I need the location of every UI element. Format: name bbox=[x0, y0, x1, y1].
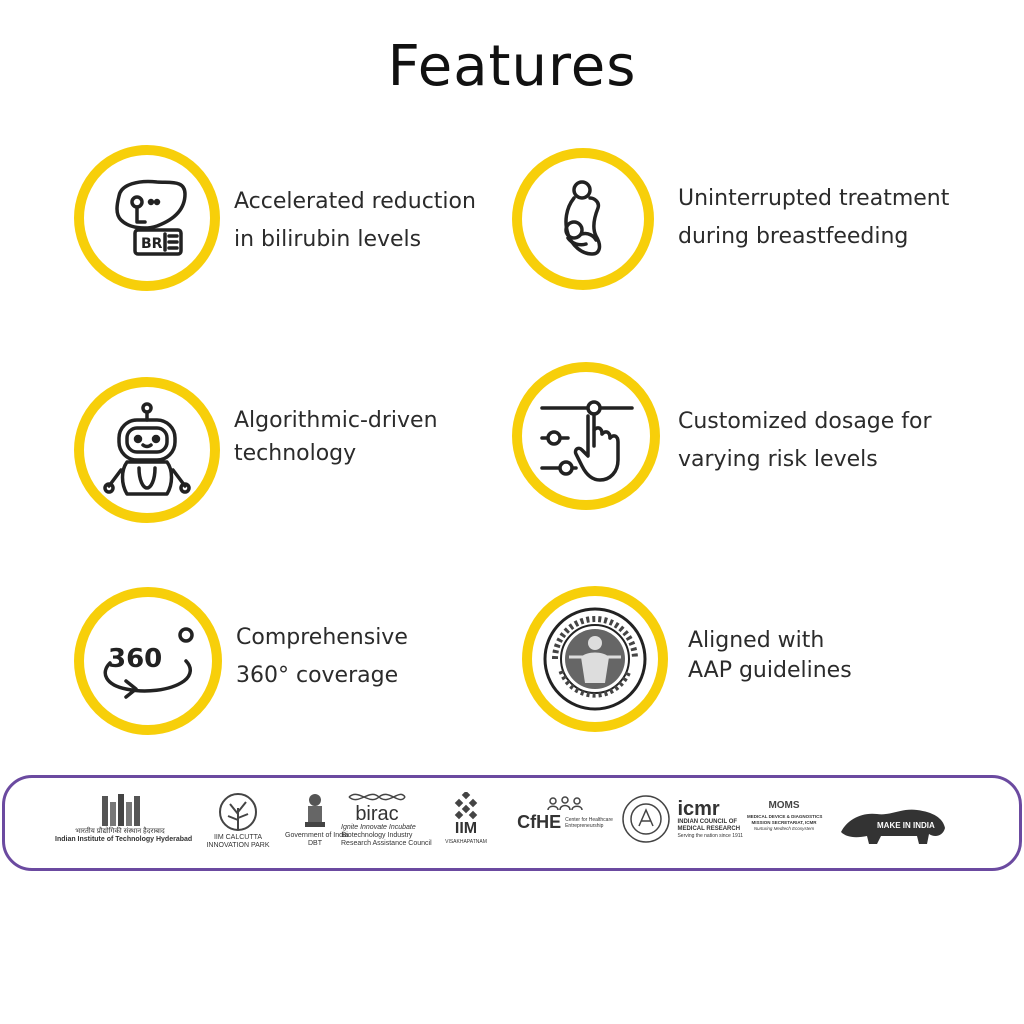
make-in-india-logo: MAKE IN INDIA bbox=[837, 798, 949, 848]
feature-1-badge: BR bbox=[141, 236, 163, 252]
cfhe-name: CfHE bbox=[517, 812, 562, 832]
feature-2-line-2: during breastfeeding bbox=[678, 224, 909, 249]
make-in-india-name: MAKE IN INDIA bbox=[877, 821, 935, 830]
iim-calcutta-logo: IIM CALCUTTA INNOVATION PARK bbox=[203, 790, 273, 850]
government-of-india-logo: Government of India DBT bbox=[285, 792, 349, 848]
feature-1-line-2: in bilirubin levels bbox=[234, 227, 422, 252]
cfhe-people-icon bbox=[547, 796, 583, 811]
icmr-logo: icmr INDIAN COUNCIL OF MEDICAL RESEARCH … bbox=[619, 794, 743, 844]
iim-visakhapatnam-emblem-icon bbox=[454, 792, 478, 820]
feature-4-line-2: varying risk levels bbox=[678, 447, 878, 472]
icmr-name: icmr bbox=[677, 798, 720, 820]
page-title: Features bbox=[387, 34, 637, 99]
iith-name: Indian Institute of Technology Hyderabad bbox=[55, 836, 193, 843]
breastfeeding-mother-icon bbox=[512, 148, 654, 290]
birac-name: birac bbox=[355, 803, 399, 825]
feature-4-line-1: Customized dosage for bbox=[678, 409, 932, 434]
birac-dna-icon bbox=[348, 793, 406, 801]
feature-2-line-1: Uninterrupted treatment bbox=[678, 186, 950, 211]
partner-logos-strip: भारतीय प्रौद्योगिकी संस्थान हैदराबाद Ind… bbox=[2, 775, 1022, 871]
feature-6-line-1: Aligned with bbox=[688, 628, 825, 653]
iim-visakhapatnam-logo: IIM VISAKHAPATNAM bbox=[437, 792, 495, 846]
feature-5-line-2: 360° coverage bbox=[236, 663, 399, 688]
moms-line-1: MEDICAL DEVICE & DIAGNOSTICS bbox=[747, 814, 823, 819]
robot-icon bbox=[74, 377, 220, 523]
360-rotation-icon: 360 bbox=[74, 587, 222, 735]
national-emblem-icon bbox=[305, 794, 325, 827]
moms-name: MOMS bbox=[768, 800, 800, 811]
moms-line-2: MISSION SECRETARIAT, ICMR bbox=[751, 820, 817, 825]
feature-3-line-2: technology bbox=[234, 441, 357, 466]
aap-seal-icon bbox=[522, 586, 668, 732]
feature-5-badge: 360 bbox=[108, 644, 162, 674]
government-of-india-line-2: DBT bbox=[308, 840, 322, 847]
cfhe-line-1: Center for Healthcare bbox=[565, 816, 613, 823]
make-in-india-lion-icon: MAKE IN INDIA bbox=[841, 809, 945, 844]
icmr-line-3: Serving the nation since 1911 bbox=[677, 833, 743, 839]
feature-6-line-2: AAP guidelines bbox=[688, 658, 852, 683]
birac-line-1: Biotechnology Industry bbox=[341, 832, 413, 839]
cfhe-line-2: Entrepreneurship bbox=[565, 822, 604, 829]
iim-visakhapatnam-sub: VISAKHAPATNAM bbox=[445, 839, 487, 845]
government-of-india-line-1: Government of India bbox=[285, 832, 349, 839]
iith-hindi-name: भारतीय प्रौद्योगिकी संस्थान हैदराबाद bbox=[75, 828, 165, 835]
iim-calcutta-line-2: INNOVATION PARK bbox=[206, 842, 270, 849]
moms-line-3: Nurturing Medtech Ecosystem bbox=[753, 826, 815, 831]
iim-calcutta-tree-icon bbox=[219, 793, 257, 831]
birac-tagline: Ignite Innovate Incubate bbox=[341, 824, 416, 831]
cfhe-logo: CfHE Center for Healthcare Entrepreneurs… bbox=[515, 796, 615, 833]
feature-3-line-1: Algorithmic-driven bbox=[234, 408, 438, 433]
birac-line-2: Research Assistance Council bbox=[341, 840, 432, 847]
icmr-seal-icon bbox=[622, 795, 670, 843]
iim-calcutta-line-1: IIM CALCUTTA bbox=[213, 834, 263, 841]
feature-1-line-1: Accelerated reduction bbox=[234, 189, 476, 214]
iith-logo: भारतीय प्रौद्योगिकी संस्थान हैदराबाद Ind… bbox=[55, 792, 193, 844]
slider-touch-icon bbox=[512, 362, 660, 510]
iim-visakhapatnam-name: IIM bbox=[454, 820, 478, 837]
feature-5-line-1: Comprehensive bbox=[236, 625, 408, 650]
icmr-line-1: INDIAN COUNCIL OF bbox=[677, 819, 738, 825]
birac-logo: birac Ignite Innovate Incubate Biotechno… bbox=[341, 790, 432, 848]
moms-logo: MOMS MEDICAL DEVICE & DIAGNOSTICS MISSIO… bbox=[747, 798, 823, 832]
liver-bilirubin-icon: BR bbox=[74, 145, 220, 291]
icmr-line-2: MEDICAL RESEARCH bbox=[677, 826, 741, 832]
iith-emblem-icon bbox=[102, 794, 140, 826]
